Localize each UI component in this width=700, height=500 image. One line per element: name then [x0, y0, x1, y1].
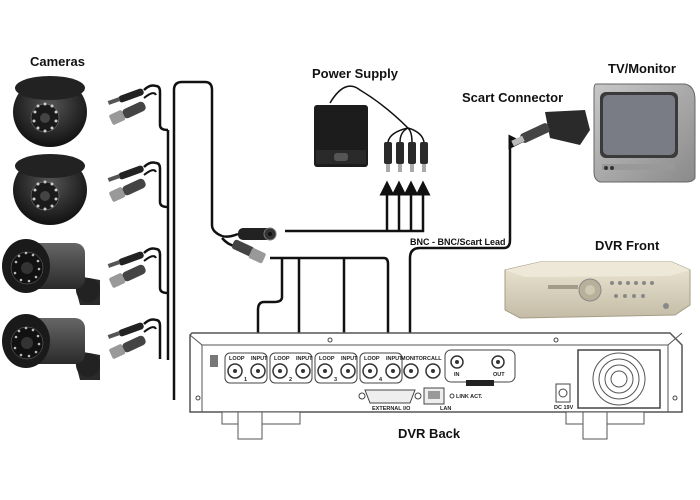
- dvr-front: [504, 261, 691, 319]
- channel-3-number: 3: [334, 377, 337, 383]
- loop-1-label: LOOP: [229, 356, 245, 362]
- tv-monitor: [593, 83, 696, 183]
- lan-label: LAN: [440, 406, 451, 412]
- dome-camera-2: [13, 154, 87, 225]
- link-act-label: LINK ACT.: [456, 394, 483, 400]
- audio-in-label: IN: [454, 372, 460, 378]
- input-4-label: INPUT: [386, 356, 403, 362]
- dome-camera-1: [13, 76, 87, 147]
- bullet-camera-4: [2, 314, 100, 380]
- loop-3-label: LOOP: [319, 356, 335, 362]
- dvr-back-labels: LOOP INPUT 1 LOOP INPUT 2 LOOP INPUT 3 L…: [229, 356, 574, 412]
- dvr-back-label: DVR Back: [398, 426, 461, 441]
- power-supply: [314, 85, 428, 172]
- input-1-label: INPUT: [251, 356, 268, 362]
- tv-monitor-label: TV/Monitor: [608, 61, 676, 76]
- scart-connector: [511, 110, 590, 147]
- scart-connector-label: Scart Connector: [462, 90, 564, 105]
- power-supply-label: Power Supply: [312, 66, 398, 81]
- call-label: CALL: [427, 356, 442, 362]
- bullet-camera-3: [2, 239, 100, 305]
- channel-1-number: 1: [244, 377, 247, 383]
- scart-lead-line: [408, 134, 524, 347]
- channel-2-number: 2: [289, 377, 292, 383]
- dvr-back: [189, 332, 683, 440]
- audio-out-label: OUT: [493, 372, 505, 378]
- input-3-label: INPUT: [341, 356, 358, 362]
- power-feed-lines: [285, 180, 431, 233]
- external-io-label: EXTERNAL I/O: [372, 406, 411, 412]
- split-connector: [221, 227, 277, 264]
- loop-2-label: LOOP: [274, 356, 290, 362]
- dc-power-label: DC 19V: [554, 405, 574, 411]
- dvr-front-label: DVR Front: [595, 238, 660, 253]
- trunk-cable: [166, 80, 223, 400]
- input-2-label: INPUT: [296, 356, 313, 362]
- video-feed-lines: [250, 256, 396, 355]
- camera-connectors: [107, 84, 169, 359]
- cameras-label: Cameras: [30, 54, 85, 69]
- loop-4-label: LOOP: [364, 356, 380, 362]
- channel-4-number: 4: [379, 377, 383, 383]
- monitor-label: MONITOR: [401, 356, 427, 362]
- bnc-scart-lead-label: BNC - BNC/Scart Lead: [410, 237, 506, 247]
